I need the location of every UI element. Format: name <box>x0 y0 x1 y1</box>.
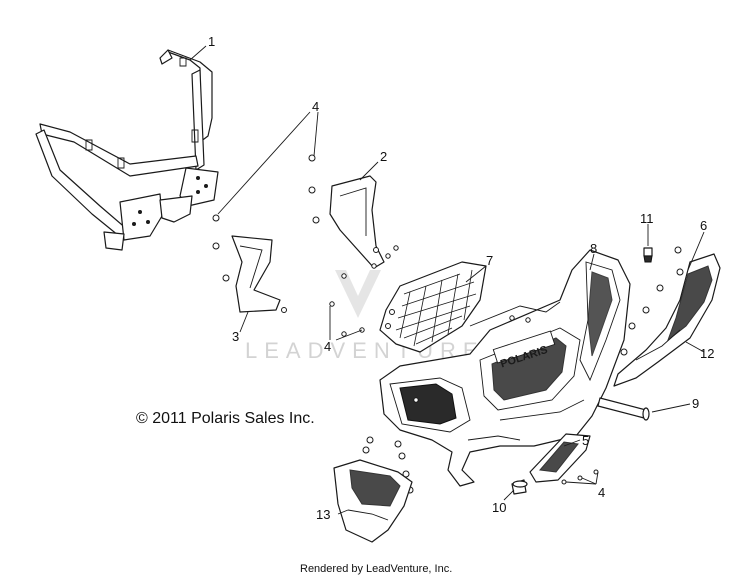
callout-8[interactable]: 8 <box>590 241 597 256</box>
part-7-grille[interactable] <box>379 261 487 353</box>
part-10-fastener[interactable] <box>511 479 528 495</box>
part-1-brush-guard[interactable] <box>35 49 219 251</box>
bumper-brand-plate <box>492 330 556 364</box>
callout-4-middle[interactable]: 4 <box>324 339 331 354</box>
part-11-bolt[interactable] <box>643 247 653 263</box>
callout-7[interactable]: 7 <box>486 253 493 268</box>
callout-6[interactable]: 6 <box>700 218 707 233</box>
leader-lines <box>189 45 705 515</box>
callout-4-lower[interactable]: 4 <box>598 485 605 500</box>
fasteners <box>329 245 684 494</box>
callout-12[interactable]: 12 <box>700 346 714 361</box>
part-8-front-bumper[interactable]: POLARIS <box>379 249 631 487</box>
callout-11[interactable]: 11 <box>640 211 654 226</box>
part-5-bracket[interactable] <box>529 433 591 483</box>
callout-10[interactable]: 10 <box>492 500 506 515</box>
callout-1[interactable]: 1 <box>208 34 215 49</box>
watermark-logo-icon <box>335 270 381 318</box>
copyright-text: © 2011 Polaris Sales Inc. <box>136 410 315 427</box>
callout-3[interactable]: 3 <box>232 329 239 344</box>
callouts: 1 2 3 4 4 4 5 6 7 8 9 10 11 12 13 <box>208 34 714 522</box>
part-2-side-plate[interactable] <box>308 154 385 269</box>
callout-5[interactable]: 5 <box>582 433 589 448</box>
part-13-lower-guard[interactable] <box>333 459 413 543</box>
part-3-side-plate[interactable] <box>212 214 287 313</box>
callout-2[interactable]: 2 <box>380 149 387 164</box>
part-12-fender-flare[interactable] <box>613 253 721 387</box>
callout-9[interactable]: 9 <box>692 396 699 411</box>
footer-text: Rendered by LeadVenture, Inc. <box>300 563 452 575</box>
part-9-pin[interactable] <box>597 397 650 421</box>
callout-4-upper[interactable]: 4 <box>312 99 319 114</box>
callout-13[interactable]: 13 <box>316 507 330 522</box>
